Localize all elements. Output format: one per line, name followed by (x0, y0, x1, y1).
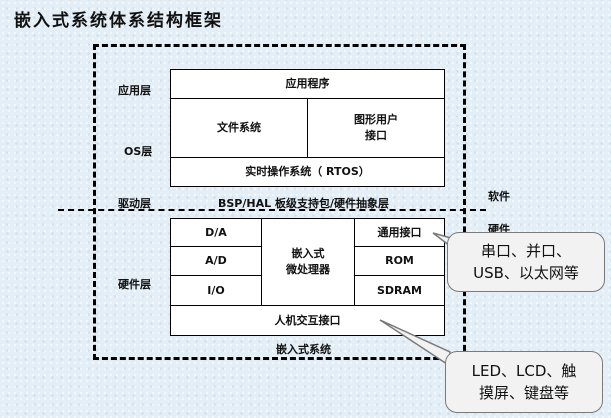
cpu-label-line2: 微处理器 (286, 263, 330, 276)
generic-interface-label: 通用接口 (377, 225, 422, 239)
software-hardware-separator (58, 209, 486, 211)
sdram-label: SDRAM (377, 283, 422, 297)
embedded-system-label: 嵌入式系统 (276, 343, 331, 356)
hmi-callout: LED、LCD、触 摸屏、键盘等 (445, 351, 603, 413)
hmi-box: 人机交互接口 (170, 305, 445, 336)
ports-callout: 串口、并口、 USB、以太网等 (447, 232, 605, 292)
software-label: 软件 (488, 190, 510, 203)
rtos-label: 实时操作系统（ RTOS） (245, 165, 370, 179)
embedded-system-boundary (93, 44, 466, 360)
filesystem-box: 文件系统 (170, 98, 308, 158)
sdram-box: SDRAM (354, 275, 445, 306)
gui-label-line1: 图形用户 (354, 113, 398, 127)
hmi-callout-line2: 摸屏、键盘等 (478, 384, 569, 402)
application-label: 应用程序 (285, 77, 330, 91)
layer-label-app: 应用层 (118, 84, 151, 97)
da-label: D/A (205, 225, 227, 239)
ports-callout-line1: 串口、并口、 (480, 241, 571, 260)
cpu-label-line1: 嵌入式 (291, 247, 325, 261)
layer-label-os: OS层 (124, 145, 153, 158)
io-label: I/O (207, 283, 225, 297)
layer-label-driver: 驱动层 (118, 197, 151, 210)
bsp-label: BSP/HAL 板级支持包/硬件抽象层 (218, 197, 389, 210)
gui-box: 图形用户 接口 (307, 98, 445, 158)
hmi-callout-pointer (379, 319, 451, 368)
ports-callout-line2: USB、以太网等 (473, 264, 579, 282)
hmi-callout-line1: LED、LCD、触 (471, 361, 577, 380)
rom-box: ROM (354, 246, 445, 276)
ad-label: A/D (205, 254, 227, 268)
layer-label-hardware: 硬件层 (118, 278, 151, 291)
rtos-box: 实时操作系统（ RTOS） (170, 157, 445, 187)
filesystem-label: 文件系统 (217, 121, 261, 135)
hmi-label: 人机交互接口 (274, 313, 341, 327)
rom-label: ROM (385, 254, 414, 268)
cpu-box: 嵌入式 微处理器 (261, 218, 355, 306)
page-title: 嵌入式系统体系结构框架 (14, 11, 223, 31)
gui-label-line2: 接口 (365, 129, 387, 142)
